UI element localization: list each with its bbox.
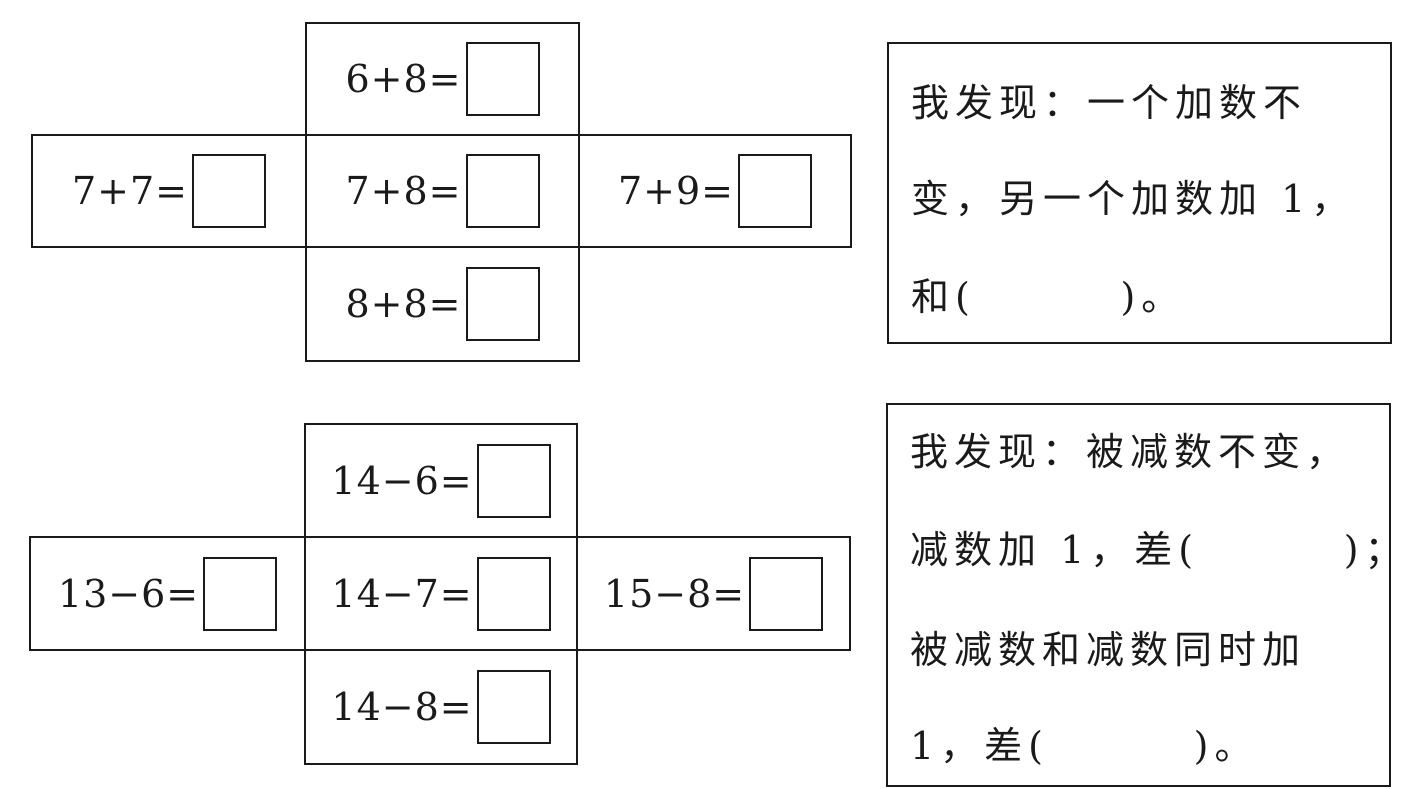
addition-bottom-cell: 8+8= <box>305 246 580 362</box>
note-line: 变，另一个加数加 1， <box>911 177 1356 221</box>
addition-center-cell: 7+8= <box>305 134 580 248</box>
subtraction-left-cell: 13−6= <box>29 536 306 651</box>
note-line: 和( )。 <box>911 275 1186 319</box>
addition-discovery-note: 我发现：一个加数不 变，另一个加数加 1， 和( )。 <box>887 42 1392 344</box>
equation-text: 6+8= <box>345 57 462 101</box>
answer-box[interactable] <box>476 443 551 518</box>
answer-box[interactable] <box>476 556 551 631</box>
note-line: 1，差( )。 <box>910 724 1259 768</box>
subtraction-center-cell: 14−7= <box>304 536 578 651</box>
note-line: 我发现：一个加数不 <box>911 81 1308 125</box>
equation-text: 8+8= <box>345 282 462 326</box>
answer-box[interactable] <box>203 556 278 631</box>
equation-text: 13−6= <box>57 571 200 616</box>
equation-text: 14−6= <box>331 458 473 503</box>
note-line: 我发现：被减数不变， <box>910 430 1351 474</box>
equation-text: 7+9= <box>617 169 735 213</box>
subtraction-right-cell: 15−8= <box>576 536 851 651</box>
answer-box[interactable] <box>465 42 540 116</box>
equation-text: 14−8= <box>331 685 473 729</box>
equation-text: 14−7= <box>331 571 473 616</box>
addition-left-cell: 7+7= <box>31 134 307 248</box>
subtraction-top-cell: 14−6= <box>304 423 578 538</box>
subtraction-discovery-note: 我发现：被减数不变， 减数加 1，差( )； 被减数和减数同时加 1，差( )。 <box>886 403 1403 787</box>
note-line: 被减数和减数同时加 <box>910 628 1307 672</box>
equation-text: 15−8= <box>603 571 746 616</box>
equation-text: 7+7= <box>71 169 189 213</box>
answer-box[interactable] <box>465 267 540 341</box>
note-line: 减数加 1，差( )； <box>910 528 1409 572</box>
answer-box[interactable] <box>749 556 824 631</box>
equation-text: 7+8= <box>345 169 462 213</box>
addition-right-cell: 7+9= <box>578 134 852 248</box>
answer-box[interactable] <box>476 670 551 744</box>
answer-box[interactable] <box>192 154 267 228</box>
answer-box[interactable] <box>465 154 540 228</box>
answer-box[interactable] <box>738 154 813 228</box>
subtraction-bottom-cell: 14−8= <box>304 649 578 765</box>
addition-top-cell: 6+8= <box>305 22 580 136</box>
